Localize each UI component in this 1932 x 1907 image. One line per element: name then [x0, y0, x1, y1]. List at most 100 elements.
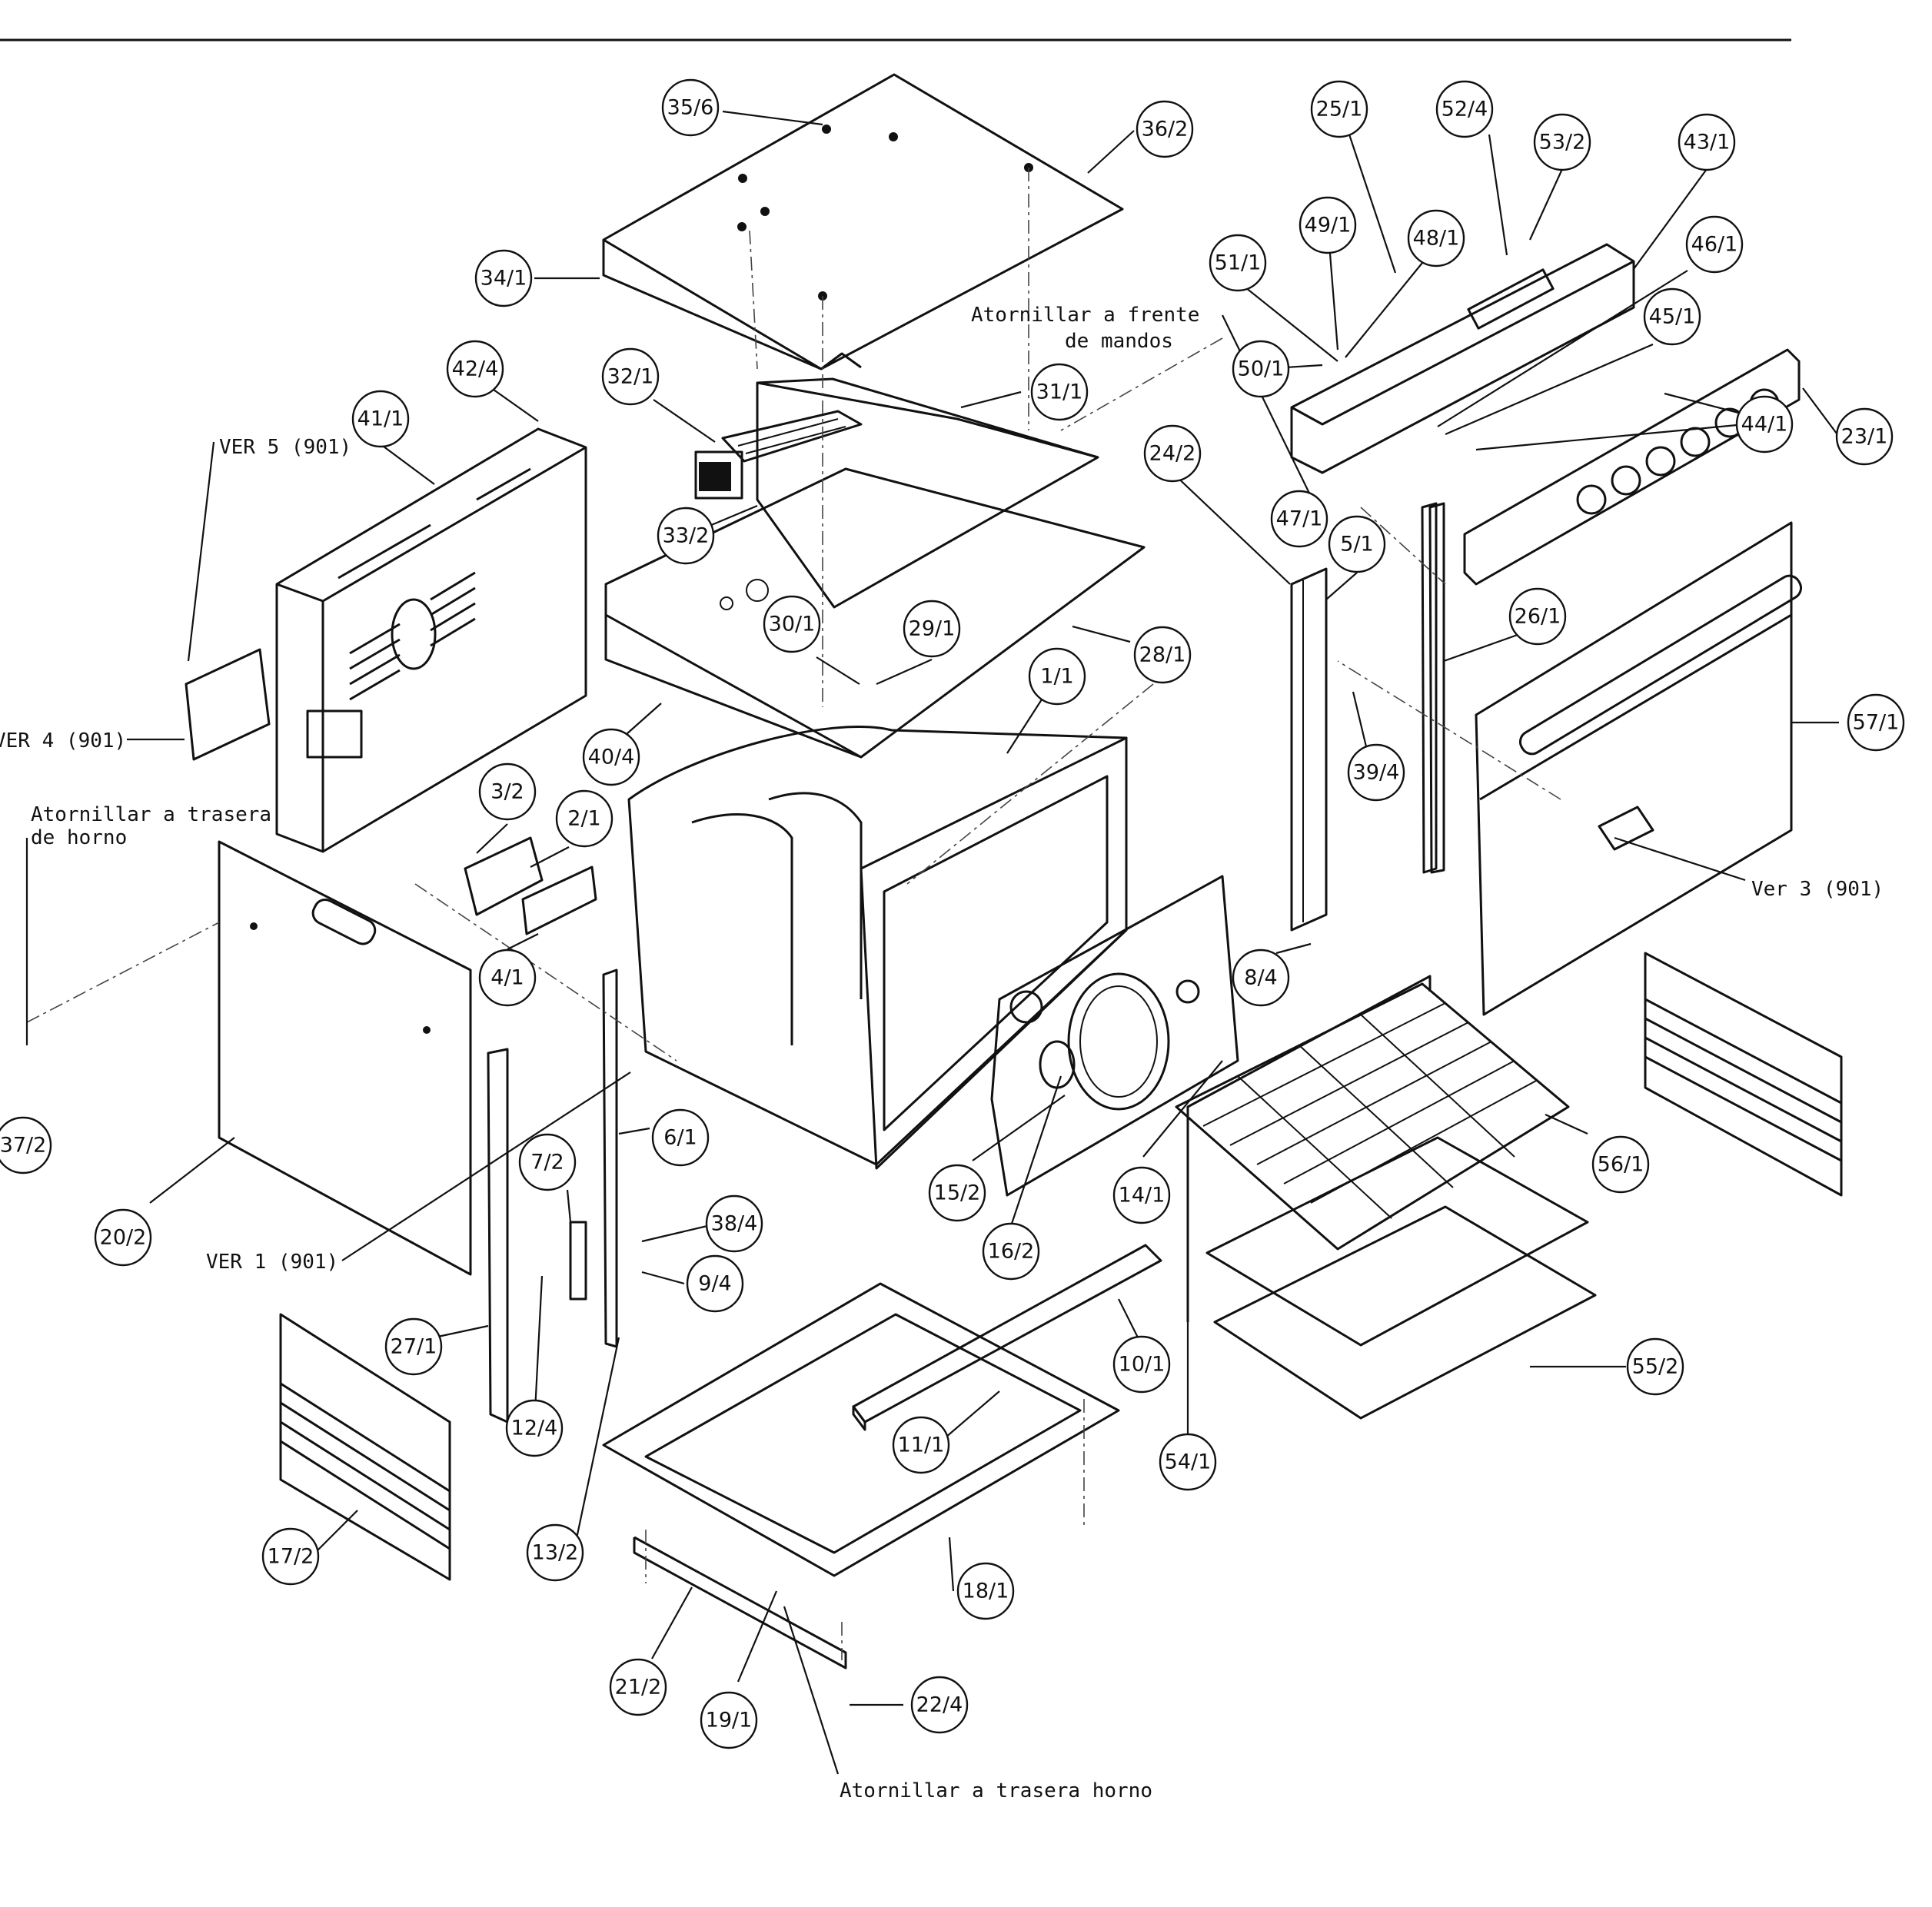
callout-circle — [1678, 113, 1736, 171]
callout-circle — [474, 249, 533, 307]
callout-circle — [657, 507, 715, 565]
callout-label: 22/4 — [916, 1693, 963, 1717]
callout-circle — [651, 1108, 710, 1167]
part-callout: 37/2 — [0, 1116, 52, 1174]
callout-label: 20/2 — [100, 1226, 147, 1250]
callout-label: 36/2 — [1142, 118, 1189, 141]
part-callout: 47/1 — [1270, 490, 1328, 548]
terminal-block — [464, 836, 597, 935]
part-callout: 8/4 — [1232, 949, 1290, 1007]
callout-label: 31/1 — [1036, 380, 1083, 404]
callout-label: 25/1 — [1316, 98, 1363, 121]
oven-cavity — [627, 726, 1128, 1170]
callout-label: 18/1 — [963, 1580, 1009, 1603]
callout-label: 50/1 — [1238, 357, 1285, 381]
part-callout: 4/1 — [478, 949, 537, 1007]
note-frente-mandos-line1: Atornillar a frente — [971, 304, 1199, 327]
part-callout: 20/2 — [94, 1208, 152, 1267]
note-ver5: VER 5 (901) — [219, 436, 351, 459]
part-callout: 19/1 — [700, 1691, 758, 1749]
callout-circle — [928, 1164, 986, 1222]
callout-label: 4/1 — [490, 966, 524, 990]
callout-label: 14/1 — [1119, 1184, 1166, 1208]
front-left-profile — [602, 968, 618, 1348]
callout-circle — [892, 1416, 950, 1474]
callout-label: 10/1 — [1119, 1353, 1166, 1377]
callout-circle — [982, 1222, 1040, 1281]
part-callout: 2/1 — [555, 789, 614, 848]
side-rack-left — [279, 1313, 451, 1581]
callout-circle — [1685, 215, 1744, 274]
base-plate — [602, 1282, 1120, 1577]
part-callout: 9/4 — [686, 1254, 744, 1313]
callout-circle — [601, 347, 660, 406]
part-callout: 41/1 — [351, 390, 410, 448]
part-callout: 50/1 — [1232, 340, 1290, 398]
callout-circle — [1159, 1433, 1217, 1491]
part-callout: 31/1 — [1030, 363, 1089, 421]
part-callout: 14/1 — [1112, 1166, 1171, 1224]
small-bar — [569, 1221, 587, 1301]
part-callout: 1/1 — [1028, 647, 1086, 706]
callout-circle — [478, 762, 537, 821]
base-crossbar — [852, 1244, 1162, 1431]
part-callout: 57/1 — [1847, 693, 1905, 752]
callout-circle — [763, 595, 821, 653]
callout-circle — [1847, 693, 1905, 752]
part-callout: 6/1 — [651, 1108, 710, 1167]
callout-circle — [384, 1317, 443, 1376]
part-callout: 33/2 — [657, 507, 715, 565]
callout-circle — [1028, 647, 1086, 706]
callout-label: 54/1 — [1165, 1450, 1212, 1474]
callout-circle — [1112, 1166, 1171, 1224]
part-callout: 26/1 — [1508, 587, 1567, 646]
callout-circle — [1270, 490, 1328, 548]
callout-circle — [1328, 515, 1386, 573]
note-trasera-horno-line1: Atornillar a trasera — [31, 803, 271, 826]
callout-circle — [1030, 363, 1089, 421]
callout-label: 24/2 — [1149, 442, 1196, 466]
assembly-dashed-lines — [26, 168, 1561, 1660]
callout-label: 32/1 — [607, 365, 654, 389]
part-callout: 42/4 — [446, 340, 504, 398]
callout-label: 45/1 — [1649, 305, 1696, 329]
part-callout: 21/2 — [609, 1658, 667, 1716]
part-callout: 28/1 — [1133, 626, 1192, 684]
callout-circle — [94, 1208, 152, 1267]
part-callout: 5/1 — [1328, 515, 1386, 573]
part-callout: 27/1 — [384, 1317, 443, 1376]
callout-label: 27/1 — [391, 1335, 437, 1359]
callout-circle — [661, 78, 720, 137]
part-callout: 35/6 — [661, 78, 720, 137]
part-callout: 18/1 — [956, 1562, 1015, 1620]
callout-circle — [1347, 743, 1405, 802]
callout-circle — [446, 340, 504, 398]
part-callout: 44/1 — [1735, 395, 1794, 453]
callout-label: 16/2 — [988, 1240, 1035, 1264]
callout-label: 46/1 — [1691, 233, 1738, 257]
note-trasera-horno-line2: de horno — [31, 826, 127, 849]
callout-circle — [1310, 80, 1368, 138]
oven-door — [1475, 521, 1803, 1016]
part-callout: 16/2 — [982, 1222, 1040, 1281]
part-callout: 36/2 — [1136, 100, 1194, 158]
callout-circle — [478, 949, 537, 1007]
part-callout: 56/1 — [1591, 1135, 1650, 1194]
callout-circle — [910, 1676, 969, 1734]
callout-label: 44/1 — [1741, 413, 1788, 437]
callout-label: 53/2 — [1539, 131, 1586, 154]
callout-circle — [1407, 209, 1465, 267]
part-callout: 54/1 — [1159, 1433, 1217, 1491]
callout-circle — [1232, 340, 1290, 398]
callout-circle — [1112, 1335, 1171, 1394]
callout-circle — [582, 728, 640, 786]
callout-circle — [1735, 395, 1794, 453]
callout-circle — [261, 1527, 320, 1586]
callout-label: 2/1 — [567, 807, 600, 831]
callout-label: 30/1 — [769, 613, 816, 636]
part-callout: 52/4 — [1435, 80, 1494, 138]
callout-label: 40/4 — [588, 746, 635, 769]
note-trasera-horno-bottom: Atornillar a trasera horno — [840, 1779, 1152, 1802]
callout-label: 17/2 — [268, 1545, 314, 1569]
